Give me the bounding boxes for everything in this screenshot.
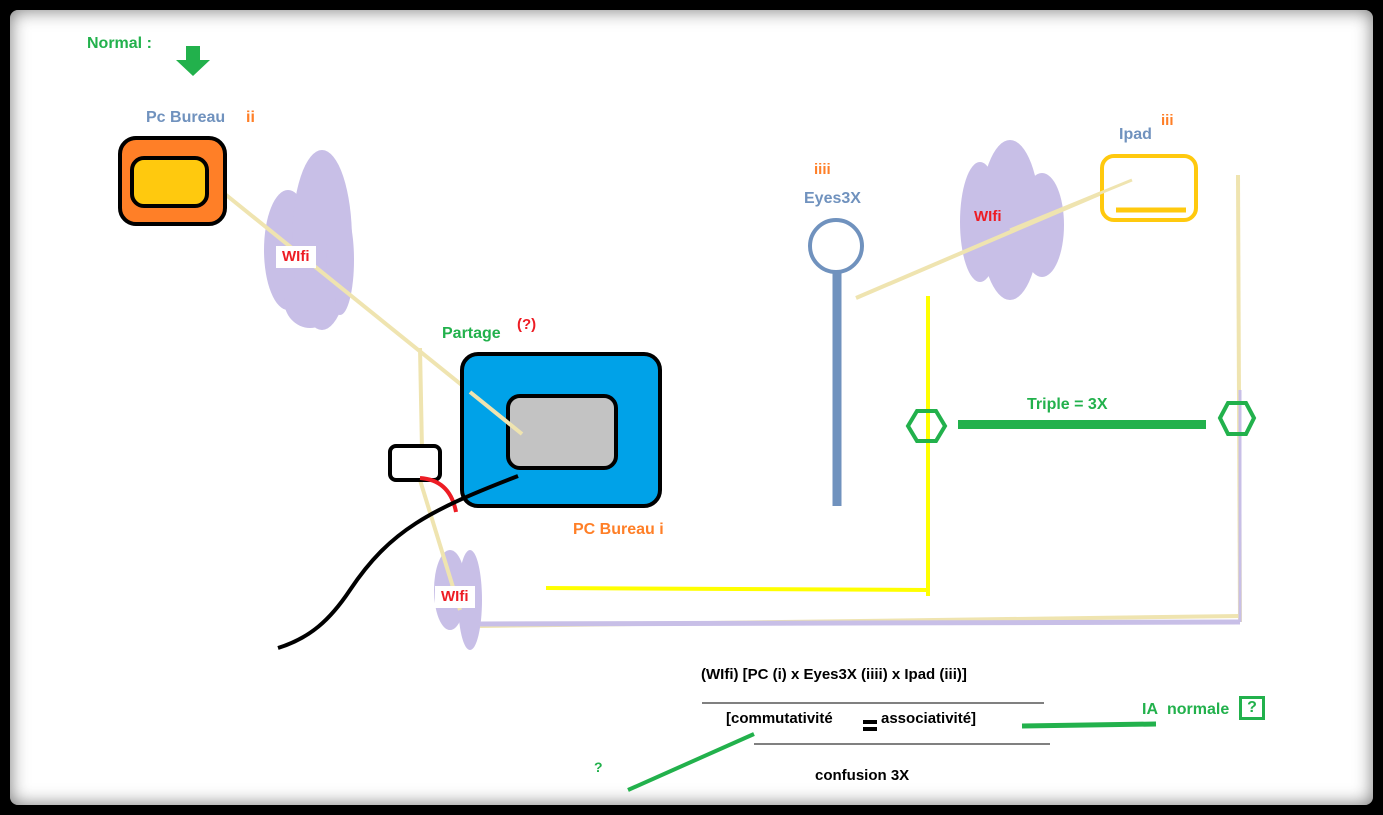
pc-bureau-i-label: PC Bureau i	[573, 521, 664, 538]
diagram-canvas	[118, 46, 1257, 792]
ii-label: ii	[246, 109, 255, 126]
question-mark: ?	[594, 759, 603, 775]
equals-mark	[863, 727, 877, 731]
normal-label: Normal :	[87, 35, 152, 52]
eyes3x-label: Eyes3X	[804, 190, 861, 207]
triple-label: Triple = 3X	[1027, 396, 1108, 413]
ipad-icon	[1100, 154, 1198, 222]
pc-bureau-i-icon	[460, 352, 662, 508]
normale-label: normale	[1167, 701, 1230, 718]
cloud-icon	[264, 150, 354, 330]
cloud-icon	[960, 140, 1064, 300]
cloud-rail	[479, 619, 1241, 627]
iiii-label: iiii	[814, 161, 831, 178]
hexagon-icon	[1217, 401, 1257, 436]
equals-mark	[863, 720, 877, 724]
partage-question: (?)	[517, 316, 537, 333]
hexagon-icon	[905, 409, 948, 443]
green-stroke	[1021, 721, 1157, 729]
iii-label: iii	[1161, 112, 1174, 129]
red-cable	[419, 476, 458, 513]
formula-middle-left: [commutativité	[726, 710, 833, 727]
formula-bottom: confusion 3X	[815, 767, 910, 784]
wifi-label-bottom: WIfi	[435, 586, 475, 608]
black-cable	[277, 474, 519, 650]
formula-middle-right: associativité]	[881, 710, 977, 727]
triple-bar	[958, 420, 1206, 429]
connector-box	[388, 444, 442, 482]
pc-bureau-ii-icon	[118, 136, 227, 226]
green-stroke	[627, 732, 755, 792]
yellow-lines	[545, 296, 930, 596]
ipad-label: Ipad	[1119, 126, 1152, 143]
wifi-label-top: WIfi	[276, 246, 316, 268]
pc-bureau-ii-label: Pc Bureau	[146, 109, 226, 126]
ia-label: IA	[1142, 701, 1158, 718]
wifi-label-right: WIfi	[974, 208, 1002, 225]
partage-label: Partage	[442, 325, 501, 342]
formula-top: (WIfi) [PC (i) x Eyes3X (iiii) x Ipad (i…	[701, 666, 967, 683]
eye-stick-icon	[808, 218, 864, 506]
diagram-frame: Normal : Pc Bureau ii WIfi Partage (?) P…	[10, 10, 1373, 805]
normale-question-box: ?	[1239, 696, 1265, 720]
arrow-down-icon	[176, 46, 210, 76]
